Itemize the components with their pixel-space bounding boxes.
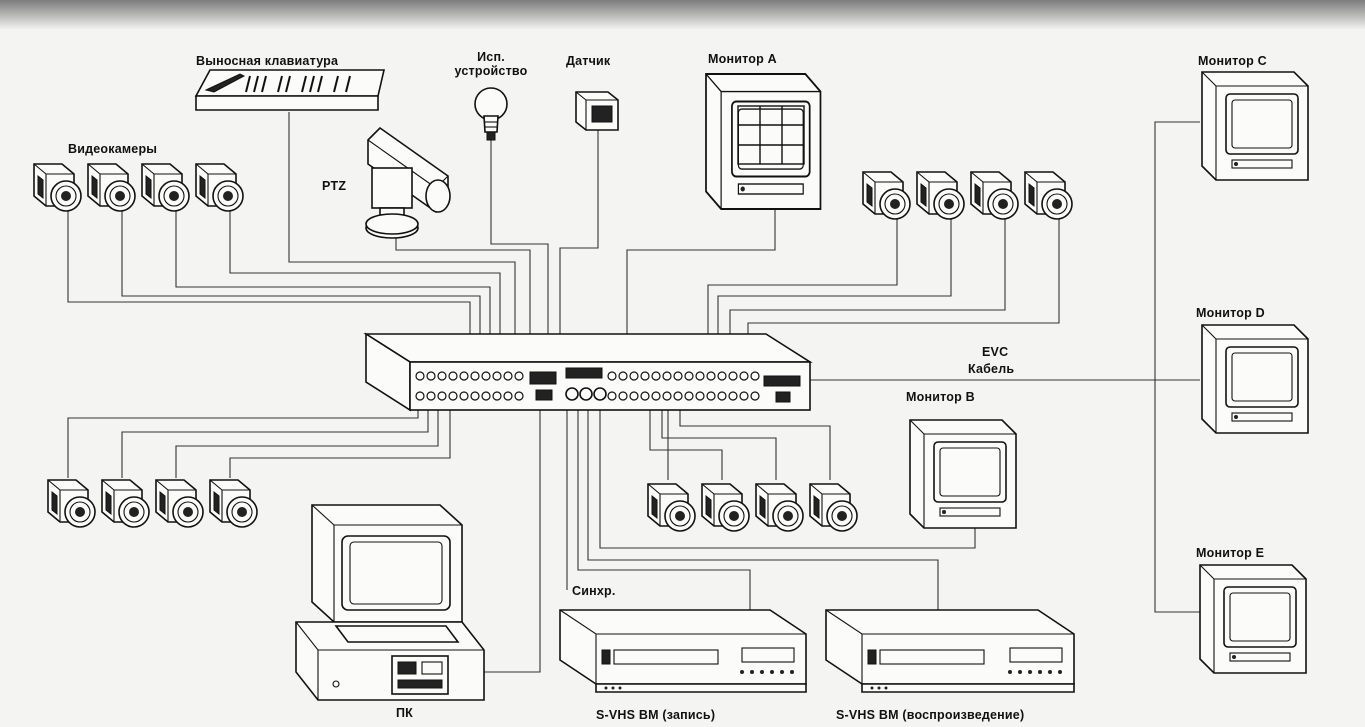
bnc-connector (607, 391, 617, 401)
monitor-e-label: Монитор Е (1196, 546, 1265, 560)
bnc-connector (514, 391, 524, 401)
bnc-connector (514, 371, 524, 381)
camera (701, 483, 750, 532)
bnc-connector (470, 391, 480, 401)
bnc-connector (728, 391, 738, 401)
bnc-connector (437, 371, 447, 381)
camera (155, 479, 204, 528)
multiplexer-unit (363, 332, 813, 412)
bnc-connector (695, 371, 705, 381)
camera (1024, 171, 1073, 220)
remote-keyboard-icon (194, 69, 386, 111)
bnc-connector (629, 371, 639, 381)
bnc-connector (651, 391, 661, 401)
lightbulb-icon (474, 87, 508, 141)
sensor-icon (575, 91, 619, 131)
pc-icon (295, 504, 485, 701)
camera (33, 163, 82, 212)
bnc-connector (415, 391, 425, 401)
evc-label: EVC (982, 345, 1009, 359)
bnc-connector (684, 391, 694, 401)
device-label: Исп. устройство (454, 50, 528, 78)
bnc-connector (448, 371, 458, 381)
camera-group-top-left (33, 163, 244, 212)
camera (809, 483, 858, 532)
monitor-b-icon (909, 419, 1017, 529)
keyboard-label: Выносная клавиатура (196, 54, 339, 68)
camera (209, 479, 258, 528)
camera (862, 171, 911, 220)
monitor-b-label: Монитор В (906, 390, 975, 404)
monitor-d-icon (1201, 324, 1309, 434)
bnc-connector (706, 371, 716, 381)
bnc-connector (426, 371, 436, 381)
bnc-connector (481, 391, 491, 401)
bnc-connector (717, 371, 727, 381)
camera (970, 171, 1019, 220)
sync-label: Синхр. (572, 584, 616, 598)
bnc-connector (728, 371, 738, 381)
camera-group-bottom-center (647, 483, 858, 532)
monitor-c-icon (1201, 71, 1309, 181)
bnc-connector (629, 391, 639, 401)
ptz-label: PTZ (322, 179, 347, 193)
bnc-connector (459, 371, 469, 381)
camera (141, 163, 190, 212)
bnc-connector (426, 391, 436, 401)
bnc-connector (695, 391, 705, 401)
camera-group-bottom-left (47, 479, 258, 528)
bnc-connector (750, 391, 760, 401)
bnc-connector (492, 371, 502, 381)
bnc-connector (459, 391, 469, 401)
bnc-connector (706, 391, 716, 401)
sensor-label: Датчик (566, 54, 611, 68)
vcr-record-label: S-VHS ВМ (запись) (596, 708, 716, 722)
bnc-connector (503, 391, 513, 401)
camera (87, 163, 136, 212)
monitor-a-icon (705, 73, 822, 210)
bnc-connector (437, 391, 447, 401)
bnc-connector (662, 371, 672, 381)
vcr-play-label: S-VHS ВМ (воспроизведение) (836, 708, 1025, 722)
bnc-connector (415, 371, 425, 381)
cable-label: Кабель (968, 362, 1015, 376)
scan-edge-shadow (0, 0, 1365, 30)
camera (916, 171, 965, 220)
bnc-connector (739, 391, 749, 401)
bnc-connector (503, 371, 513, 381)
camera (647, 483, 696, 532)
camera (101, 479, 150, 528)
bnc-connector (739, 371, 749, 381)
cameras-label: Видеокамеры (68, 142, 158, 156)
camera-group-top-right (862, 171, 1073, 220)
bnc-connector (651, 371, 661, 381)
vcr-record-icon (559, 609, 807, 693)
bnc-connector (717, 391, 727, 401)
monitor-c-label: Монитор С (1198, 54, 1267, 68)
bnc-connector (481, 371, 491, 381)
camera (195, 163, 244, 212)
vcr-play-icon (825, 609, 1075, 693)
bnc-connector (750, 371, 760, 381)
camera (47, 479, 96, 528)
bnc-connector (662, 391, 672, 401)
ptz-camera-icon (365, 126, 451, 239)
bnc-connector (673, 371, 683, 381)
bnc-connector (618, 391, 628, 401)
bnc-connector (640, 371, 650, 381)
bnc-connector (470, 371, 480, 381)
monitor-e-icon (1199, 564, 1307, 674)
monitor-d-label: Монитор D (1196, 306, 1265, 320)
bnc-connector (673, 391, 683, 401)
bnc-connector (448, 391, 458, 401)
monitor-a-label: Монитор А (708, 52, 777, 66)
pc-label: ПК (396, 706, 414, 720)
bnc-connector (492, 391, 502, 401)
bnc-connector (618, 371, 628, 381)
camera (755, 483, 804, 532)
bnc-connector (607, 371, 617, 381)
bnc-connector (684, 371, 694, 381)
bnc-connector (640, 391, 650, 401)
